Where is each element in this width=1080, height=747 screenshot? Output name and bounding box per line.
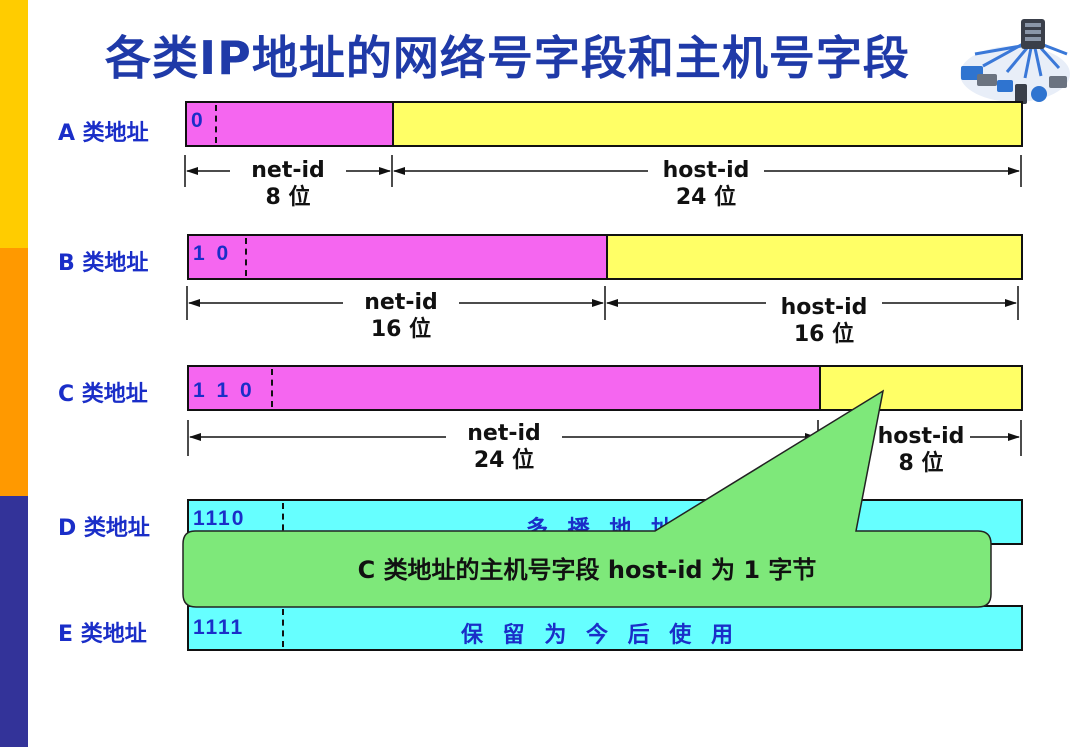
class-d-prefix: 1110 xyxy=(193,507,246,530)
class-a-host-bits: 24 位 xyxy=(675,185,737,210)
class-a-prefix: 0 xyxy=(191,109,206,132)
class-a-bar: 0 xyxy=(185,101,1023,147)
class-a-host-label: host-id 24 位 xyxy=(648,157,764,211)
callout-text: C 类地址的主机号字段 host-id 为 1 字节 xyxy=(357,556,817,584)
class-c-net-bits: 24 位 xyxy=(473,448,535,473)
class-a-net-segment xyxy=(187,103,394,145)
class-a-net-label: net-id 8 位 xyxy=(230,157,346,211)
class-a-net-bits: 8 位 xyxy=(265,185,311,210)
accent-strip-middle xyxy=(0,248,28,496)
class-c-host-label: host-id 8 位 xyxy=(872,423,970,477)
class-c-prefix-divider xyxy=(271,369,273,407)
class-c-net-name: net-id xyxy=(467,421,541,446)
class-a-prefix-divider xyxy=(215,105,217,143)
class-c-host-bits: 8 位 xyxy=(898,451,944,476)
class-b-bar: 1 0 xyxy=(187,234,1023,280)
class-b-host-name: host-id xyxy=(780,295,868,320)
class-b-prefix: 1 0 xyxy=(193,242,232,265)
class-e-label: E 类地址 xyxy=(58,622,147,647)
class-b-label: B 类地址 xyxy=(58,251,149,276)
class-a-host-name: host-id xyxy=(662,158,750,183)
class-b-net-name: net-id xyxy=(364,290,438,315)
class-b-net-label: net-id 16 位 xyxy=(343,289,459,343)
class-e-prefix: 1111 xyxy=(193,616,245,639)
class-b-host-bits: 16 位 xyxy=(793,322,855,347)
class-c-net-label: net-id 24 位 xyxy=(446,420,562,474)
class-b-net-bits: 16 位 xyxy=(370,317,432,342)
class-c-net-segment xyxy=(189,367,821,409)
slide-title: 各类IP地址的网络号字段和主机号字段 xyxy=(105,31,910,85)
class-c-bar: 1 1 0 xyxy=(187,365,1023,411)
class-c-label: C 类地址 xyxy=(58,382,148,407)
network-topology-icon xyxy=(960,19,1070,104)
class-a-net-name: net-id xyxy=(251,158,325,183)
class-d-prefix-divider xyxy=(282,503,284,541)
class-b-prefix-divider xyxy=(245,238,247,276)
class-c-host-name: host-id xyxy=(877,424,965,449)
class-e-purpose: 保 留 为 今 后 使 用 xyxy=(461,623,739,648)
class-c-prefix: 1 1 0 xyxy=(193,379,255,402)
class-e-prefix-divider xyxy=(282,609,284,647)
class-b-net-segment xyxy=(189,236,608,278)
accent-strip-top xyxy=(0,0,28,248)
class-e-bar: 1111 保 留 为 今 后 使 用 xyxy=(187,605,1023,651)
accent-strip-bottom xyxy=(0,496,28,747)
class-a-label: A 类地址 xyxy=(58,121,149,146)
class-b-host-label: host-id 16 位 xyxy=(766,294,882,348)
class-d-label: D 类地址 xyxy=(58,516,150,541)
